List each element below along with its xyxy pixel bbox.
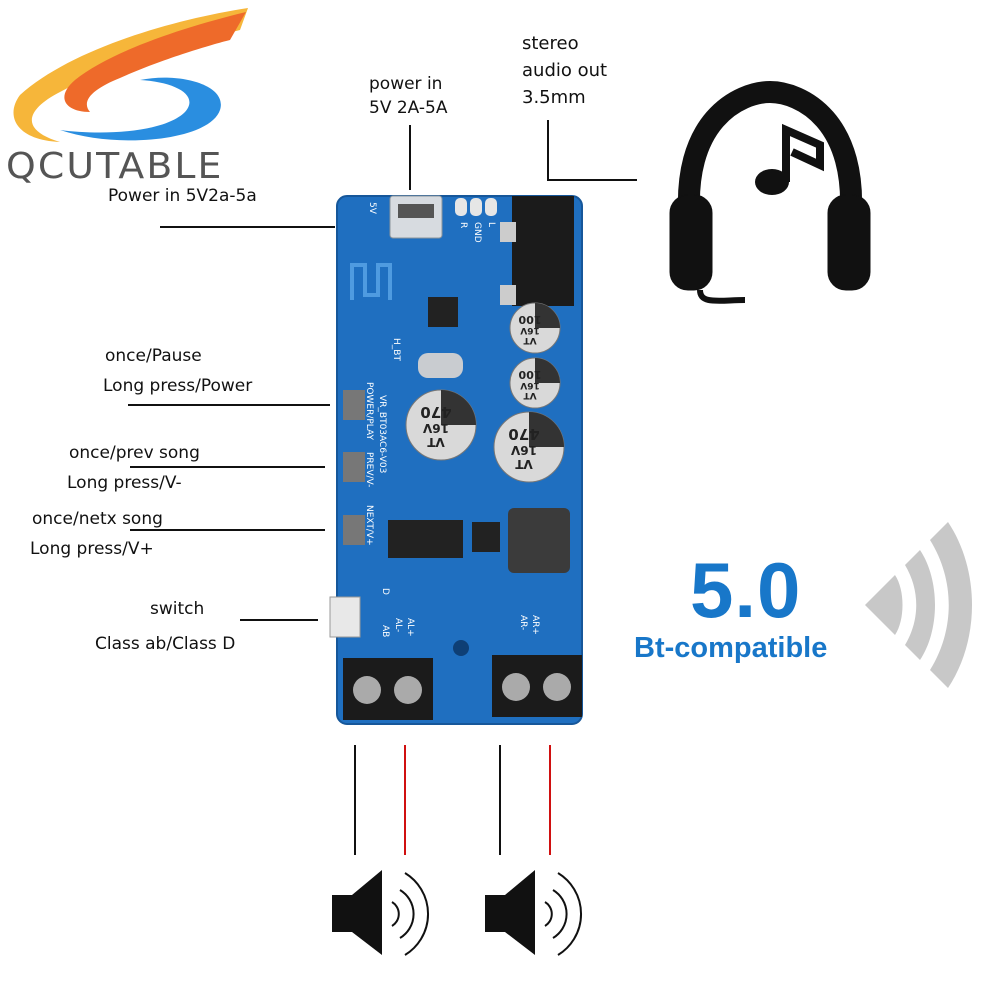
leader-line: [547, 179, 637, 181]
brand-logo: [13, 8, 249, 142]
switch-label: switch Class ab/Class D: [95, 592, 235, 662]
label-line: Long press/V-: [67, 473, 182, 493]
leader-line: [130, 529, 325, 531]
silk-ar-minus: AR-: [518, 615, 528, 630]
silk-prev: PREV/V-: [364, 452, 374, 487]
speaker-icon: [332, 870, 430, 956]
capacitor-voltage: 16V: [520, 380, 540, 390]
capacitor-mark: VT: [426, 435, 444, 449]
silk-ar-plus: AR+: [530, 615, 540, 635]
capacitor-voltage: 16V: [510, 443, 537, 457]
capacitor-mark: VT: [523, 390, 537, 400]
label-line: power in: [369, 74, 443, 94]
leader-line: [547, 120, 549, 181]
bluetooth-amplifier-board: VT 16V 470 VT 16V 100 VT 16V 100 VT 16V …: [329, 195, 583, 725]
capacitor-mark: VT: [523, 335, 537, 345]
bluetooth-version: 5.0: [690, 546, 802, 634]
wireless-signal-icon: [865, 522, 972, 688]
capacitor-100uf: [509, 302, 561, 354]
silk-power-play: POWER/PLAY: [364, 382, 374, 440]
leader-line: [409, 125, 411, 190]
label-line: Long press/V+: [30, 539, 154, 559]
capacitor-voltage: 16V: [422, 421, 449, 435]
leader-line: [160, 226, 335, 228]
speaker-icon: [485, 870, 583, 956]
board-model: VR_BT03AC6-V03: [377, 395, 387, 473]
capacitor-value: 100: [518, 313, 541, 326]
pause-button-label: once/Pause Long press/Power: [103, 341, 252, 401]
label-line: Long press/Power: [103, 376, 253, 396]
silk-d: D: [380, 588, 390, 595]
label-line: switch: [150, 599, 205, 619]
headphones-music-icon: [669, 80, 871, 304]
label-line: 5V 2A-5A: [369, 98, 448, 118]
capacitor-marking: VT 16V 470: [420, 403, 451, 449]
capacitor-value: 470: [420, 403, 451, 421]
silk-ab: AB: [380, 625, 390, 637]
label-line: audio out: [522, 60, 608, 81]
leader-line: [130, 466, 325, 468]
capacitor-470uf: [493, 411, 565, 483]
leader-line: [240, 619, 318, 621]
capacitor-470uf: [405, 389, 477, 461]
label-line: once/Pause: [105, 346, 202, 366]
power-top-label: power in 5V 2A-5A: [369, 72, 448, 120]
label-line: once/prev song: [69, 443, 200, 463]
bluetooth-label: Bt-compatible: [634, 632, 828, 664]
brand-name: QCUTABLE: [6, 146, 224, 187]
capacitor-voltage: 16V: [520, 325, 540, 335]
capacitor-marking: VT 16V 100: [518, 313, 541, 345]
silk-al-plus: AL+: [405, 618, 415, 637]
silk-gnd: GND: [472, 222, 482, 243]
prev-button-label: once/prev song Long press/V-: [67, 438, 200, 498]
silk-l: L: [486, 222, 496, 227]
capacitor-value: 470: [508, 425, 539, 443]
label-line: stereo: [522, 33, 579, 54]
next-button-label: once/netx song Long press/V+: [30, 504, 163, 564]
label-line: once/netx song: [32, 509, 163, 529]
capacitor-marking: VT 16V 470: [508, 425, 539, 471]
silk-h-bt: H_BT: [391, 338, 401, 361]
silk-r: R: [458, 222, 468, 228]
leader-line: [128, 404, 330, 406]
capacitor-value: 100: [518, 368, 541, 381]
power-left-label: Power in 5V2a-5a: [108, 186, 257, 206]
label-line: Class ab/Class D: [95, 634, 236, 654]
capacitor-mark: VT: [514, 457, 532, 471]
silk-next: NEXT/V+: [364, 505, 374, 546]
label-line: 3.5mm: [522, 87, 586, 108]
capacitor-100uf: [509, 357, 561, 409]
silk-5v: 5V: [367, 202, 377, 215]
stereo-out-label: stereo audio out 3.5mm: [522, 30, 607, 111]
capacitor-marking: VT 16V 100: [518, 368, 541, 400]
silk-al-minus: AL-: [393, 618, 403, 632]
